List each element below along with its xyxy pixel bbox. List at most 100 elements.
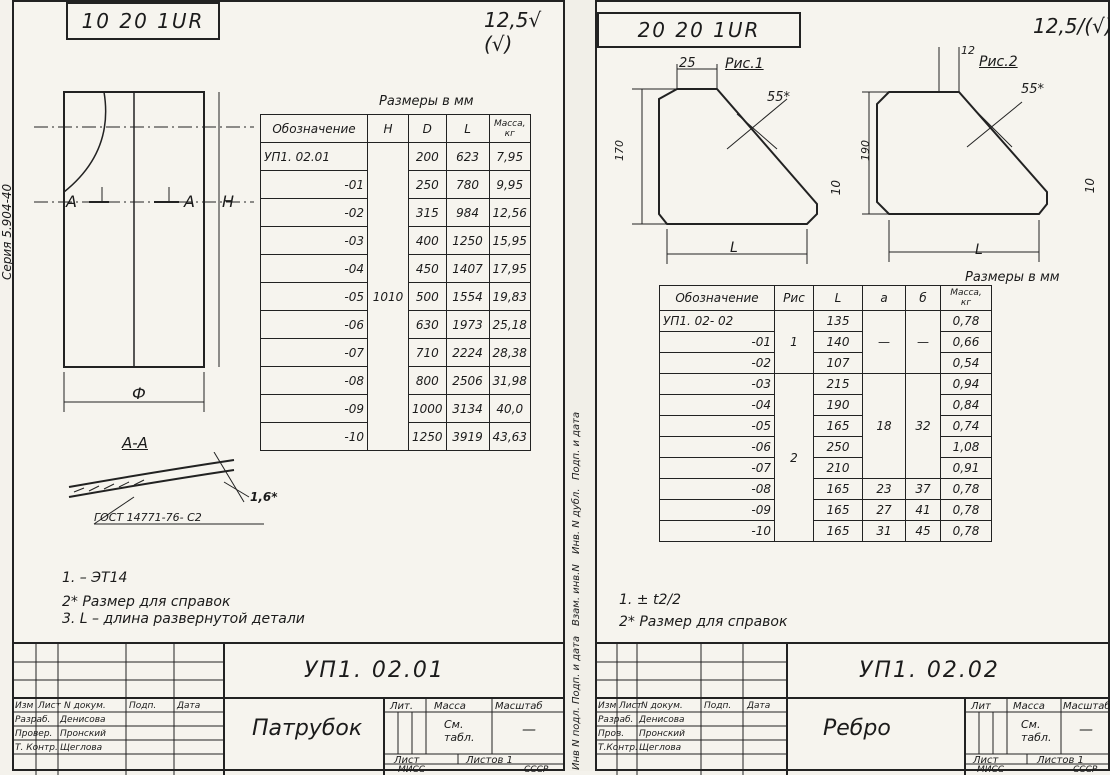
table-cell: 1250 bbox=[408, 422, 447, 451]
table-cell: -04 bbox=[659, 394, 775, 416]
tb-r-see-table: См. табл. bbox=[1021, 718, 1052, 744]
table-cell: -08 bbox=[659, 478, 775, 500]
tb-person-2: Пронский bbox=[60, 729, 106, 739]
pipe-drawing bbox=[34, 91, 254, 412]
tb-person-1: Денисова bbox=[60, 715, 106, 725]
sizes-caption-right: Размеры в мм bbox=[965, 270, 1060, 285]
tb-r-sheets: Листов 1 bbox=[1037, 755, 1084, 766]
table-cell: 31 bbox=[862, 520, 906, 542]
table-cell: 1407 bbox=[445, 254, 490, 283]
table-cell: 984 bbox=[445, 198, 490, 227]
ris-1-cell: 1 bbox=[774, 310, 814, 374]
note-r-2: 2* Размер для справок bbox=[619, 614, 788, 630]
roughness-mark: 12,5√ (√) bbox=[484, 8, 542, 56]
table-cell: -07 bbox=[260, 338, 368, 367]
hdr-d: D bbox=[408, 114, 447, 143]
table-cell: -10 bbox=[659, 520, 775, 542]
table-cell: 0,54 bbox=[940, 352, 992, 374]
table-cell: 450 bbox=[408, 254, 447, 283]
tb-r-mass: Масса bbox=[1013, 701, 1045, 712]
tb-r-head-doc: N докум. bbox=[641, 701, 683, 711]
tb-r-scale: Масштаб bbox=[1063, 701, 1110, 712]
table-cell: 315 bbox=[408, 198, 447, 227]
section-label-a2: А bbox=[184, 192, 195, 211]
table-cell: 780 bbox=[445, 170, 490, 199]
table-cell: 250 bbox=[408, 170, 447, 199]
table-cell: 1250 bbox=[445, 226, 490, 255]
tb-r-org: МИСС bbox=[977, 765, 1005, 775]
tb-head-sign: Подп. bbox=[129, 701, 157, 711]
table-cell: 800 bbox=[408, 366, 447, 395]
table-cell: 250 bbox=[813, 436, 863, 458]
table-cell: -06 bbox=[260, 310, 368, 339]
table-cell: 165 bbox=[813, 478, 863, 500]
tb-r-head-izm: Изм bbox=[598, 701, 617, 711]
hdr-l-r: L bbox=[813, 285, 863, 311]
table-cell: -09 bbox=[260, 394, 368, 423]
rib-figure-1 bbox=[632, 64, 818, 264]
title-block: УП1. 02.01 Патрубок Изм Лист N докум. По… bbox=[14, 642, 563, 775]
table-cell: 623 bbox=[445, 142, 490, 171]
table-cell: 2506 bbox=[445, 366, 490, 395]
b-32: 32 bbox=[905, 373, 941, 479]
table-cell: 0,78 bbox=[940, 499, 992, 521]
table-cell: 200 bbox=[408, 142, 447, 171]
tb-r-person-1: Денисова bbox=[639, 715, 685, 725]
table-cell: 0,78 bbox=[940, 520, 992, 542]
note-r-1: 1. ± t2/2 bbox=[619, 592, 682, 608]
hdr-mass: Масса, кг bbox=[488, 114, 531, 143]
tb-r-scale-dash: — bbox=[1079, 722, 1093, 738]
height-label: Н bbox=[222, 192, 235, 211]
dim-25: 25 bbox=[679, 56, 696, 71]
table-cell: 41 bbox=[905, 499, 941, 521]
table-cell: 165 bbox=[813, 499, 863, 521]
table-cell: 210 bbox=[813, 457, 863, 479]
tb-head-izm: Изм bbox=[15, 701, 34, 711]
angle-label-2: 55* bbox=[1021, 82, 1045, 97]
weld-section-drawing bbox=[68, 452, 264, 525]
table-cell: -06 bbox=[659, 436, 775, 458]
table-cell: 630 bbox=[408, 310, 447, 339]
tb-r-head-sign: Подп. bbox=[704, 701, 732, 711]
rib-spec-table: Обозначение Рис L а б Масса, кг УП1. 02-… bbox=[659, 285, 992, 542]
tb-sheet: Лист bbox=[394, 755, 420, 766]
table-cell: -08 bbox=[260, 366, 368, 395]
table-cell: 40,0 bbox=[488, 394, 531, 423]
ris-2-cell: 2 bbox=[774, 373, 814, 542]
table-cell: 0,84 bbox=[940, 394, 992, 416]
hdr-b: б bbox=[905, 285, 941, 311]
tb-scale-dash: — bbox=[522, 722, 536, 738]
table-cell: 31,98 bbox=[488, 366, 531, 395]
table-cell: 190 bbox=[813, 394, 863, 416]
table-cell: 3134 bbox=[445, 394, 490, 423]
dim-170: 170 bbox=[613, 140, 626, 161]
table-cell: 25,18 bbox=[488, 310, 531, 339]
tb-role-1: Разраб. bbox=[15, 715, 51, 725]
table-cell: -03 bbox=[659, 373, 775, 395]
tb-mass: Масса bbox=[434, 701, 466, 712]
table-cell: 43,63 bbox=[488, 422, 531, 451]
binding-margin: Подп. и дата Инв. N дубл. Взам. инв.N По… bbox=[565, 0, 595, 771]
note-1: 1. – ЭТ14 bbox=[62, 570, 128, 586]
tb-r-sheet: Лист bbox=[973, 755, 999, 766]
table-cell: 0,91 bbox=[940, 457, 992, 479]
tb-r-head-date: Дата bbox=[747, 701, 771, 711]
note-3: 3. L – длина развернутой детали bbox=[62, 611, 305, 627]
tb-r-person-2: Пронский bbox=[639, 729, 685, 739]
section-title: А-А bbox=[122, 434, 148, 452]
table-cell: -07 bbox=[659, 457, 775, 479]
tb-r-role-1: Разраб. bbox=[598, 715, 634, 725]
table-cell: 17,95 bbox=[488, 254, 531, 283]
tb-head-date: Дата bbox=[177, 701, 201, 711]
table-cell: 0,74 bbox=[940, 415, 992, 437]
table-cell: 710 bbox=[408, 338, 447, 367]
table-cell: 23 bbox=[862, 478, 906, 500]
margin-label-3: Взам. инв.N bbox=[571, 564, 582, 626]
tb-r-role-3: Т.Контр. bbox=[598, 743, 638, 753]
tb-org: МИСС bbox=[398, 765, 426, 775]
table-cell: 9,95 bbox=[488, 170, 531, 199]
hdr-l: L bbox=[445, 114, 490, 143]
table-cell: 500 bbox=[408, 282, 447, 311]
gost-label: ГОСТ 14771-76- С2 bbox=[94, 511, 202, 524]
